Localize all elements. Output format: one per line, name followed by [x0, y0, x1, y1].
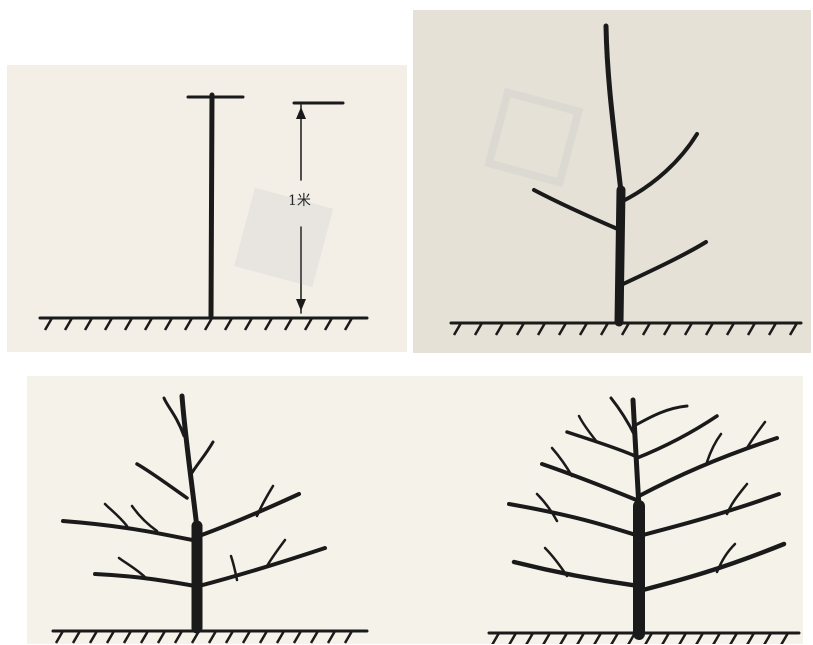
trunk: [619, 190, 621, 322]
arrow-up-icon: [296, 107, 306, 119]
stage2-drawing: [413, 10, 811, 353]
arrow-down-icon: [296, 299, 306, 311]
ground-hatch: [45, 318, 352, 330]
stage1-drawing: [7, 65, 407, 352]
tree-stage4: [509, 398, 784, 634]
stage3-4-panel: [27, 376, 803, 644]
branch-lower-right: [621, 242, 706, 285]
stage3-4-drawing: [27, 376, 803, 644]
branch-upper-right: [621, 134, 697, 202]
stage2-panel: [413, 10, 811, 353]
leader: [606, 26, 621, 192]
whip-trunk: [211, 95, 212, 317]
branch-left: [534, 190, 620, 230]
height-label: 1米: [287, 190, 312, 210]
ground-hatch: [454, 323, 797, 335]
tree-stage3: [63, 396, 325, 628]
stage1-panel: 1米: [7, 65, 407, 352]
